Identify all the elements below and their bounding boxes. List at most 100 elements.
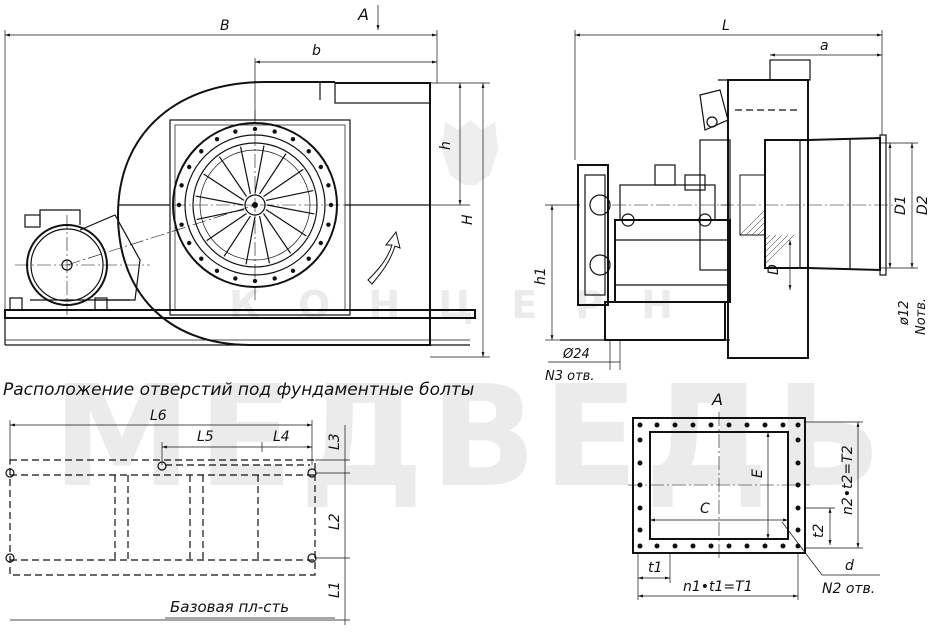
dim-L2-label: L2 [327, 513, 343, 530]
flange-hole [637, 543, 643, 549]
impeller-bolt [199, 149, 204, 154]
impeller-bolt [318, 164, 324, 170]
impeller-bolt [214, 136, 220, 142]
flange-hole [762, 543, 768, 549]
impeller-blade [206, 212, 247, 242]
hub-section [739, 209, 795, 265]
flange-hole [708, 422, 714, 428]
hatch-line [745, 215, 766, 236]
flange-hole [795, 482, 801, 488]
flange-hole [637, 482, 643, 488]
impeller-bolt [179, 183, 184, 188]
flange-hole [726, 543, 732, 549]
flange-hole [795, 527, 801, 533]
flange-hole-count: Nотв. [914, 298, 929, 335]
hatch-line [764, 234, 789, 259]
impeller-blade [203, 173, 245, 201]
impeller-bolt [326, 222, 331, 227]
dim-D1-label: D1 [893, 195, 909, 215]
dim-t1-label: t1 [648, 560, 662, 576]
dim-L3-label: L3 [327, 433, 343, 450]
impeller-blade [259, 153, 287, 195]
view-A-hole-count: N2 отв. [822, 581, 875, 597]
dim-H-label: H [460, 214, 476, 225]
hatch-line [751, 221, 766, 236]
flange-hole [762, 422, 768, 428]
impeller-blade [266, 204, 315, 215]
hatch-line [764, 234, 777, 247]
dim-a-label: a [820, 38, 829, 54]
impeller-bolt [233, 276, 238, 281]
flange-hole [795, 422, 801, 428]
dim-L5-label: L5 [197, 429, 214, 445]
watermark-line1: КОНЦЕРН [229, 283, 711, 327]
impeller-blade [195, 195, 244, 206]
dim-D-label: D [766, 264, 782, 275]
impeller-blade [245, 216, 256, 265]
base-plane-label: Базовая пл-сть [170, 598, 289, 616]
impeller-bolt [199, 256, 204, 261]
view-A-title: A [711, 390, 723, 409]
impeller-bolt [233, 129, 238, 134]
hole-count-label: N3 отв. [545, 369, 594, 384]
hatch-line [739, 209, 766, 236]
flange-holes [637, 422, 801, 549]
dim-D2-label: D2 [915, 195, 931, 215]
bear-logo-icon [442, 120, 498, 185]
impeller-blade [239, 146, 251, 195]
impeller-blade [263, 168, 304, 198]
flange-hole [637, 437, 643, 443]
hatch-line [763, 233, 766, 236]
flange-hole [637, 505, 643, 511]
view-A: A C E t1 n1•t1=T1 t2 n2•t2=T2 d N2 отв. [628, 390, 880, 600]
dim-h-label: h [438, 141, 454, 150]
dim-h1-label: h1 [533, 267, 549, 285]
dim-B-label: B [220, 18, 230, 34]
flange-hole [637, 460, 643, 466]
flange-hole [672, 543, 678, 549]
rotation-arrow-icon [367, 230, 401, 285]
dim-n1-label: n1•t1=T1 [683, 579, 753, 595]
foundation-plan: L6 L5 L4 L3 L2 L1 Базовая пл-сть [5, 408, 350, 625]
dim-d-label: d [845, 558, 854, 574]
dim-b-label: b [312, 43, 321, 59]
impeller-bolt [179, 222, 184, 227]
impeller-bolt [272, 276, 277, 281]
impeller-blade [218, 156, 248, 197]
hole-dia-label: Ø24 [562, 347, 590, 362]
impeller-bolt [290, 136, 296, 142]
dim-L1-label: L1 [327, 581, 343, 598]
impeller-bolt [306, 256, 311, 261]
hatch-line [764, 234, 771, 241]
section-A-marker: A [357, 5, 369, 24]
dim-t2-label: t2 [811, 524, 827, 538]
impeller-bolt [214, 268, 220, 274]
dim-L6-label: L6 [150, 408, 167, 424]
flange-hole [690, 543, 696, 549]
impeller-bolt [272, 129, 277, 134]
impeller-bolt [290, 268, 296, 274]
dim-L-label: L [722, 18, 730, 34]
impeller-bolt [186, 164, 192, 170]
flange-hole [744, 422, 750, 428]
flange-hole [637, 527, 643, 533]
motor-front [9, 204, 256, 315]
impeller-bolt [318, 240, 324, 246]
impeller-blade [223, 215, 251, 257]
dim-C-label: C [700, 501, 710, 517]
flange-hole [795, 437, 801, 443]
dim-L4-label: L4 [273, 429, 290, 445]
foundation-caption: Расположение отверстий под фундаментные … [3, 380, 474, 400]
hatch-line [757, 227, 766, 236]
flange-hole-dia: ø12 [897, 301, 912, 327]
front-view: B b A h H [4, 5, 490, 358]
flange-hole [744, 543, 750, 549]
dim-n2-label: n2•t2=T2 [840, 445, 856, 515]
impeller-bolt [306, 149, 311, 154]
flange-hole [690, 422, 696, 428]
flange-hole [672, 422, 678, 428]
flange-hole [708, 543, 714, 549]
impeller-blade [265, 209, 307, 237]
hatch-line [764, 234, 795, 265]
